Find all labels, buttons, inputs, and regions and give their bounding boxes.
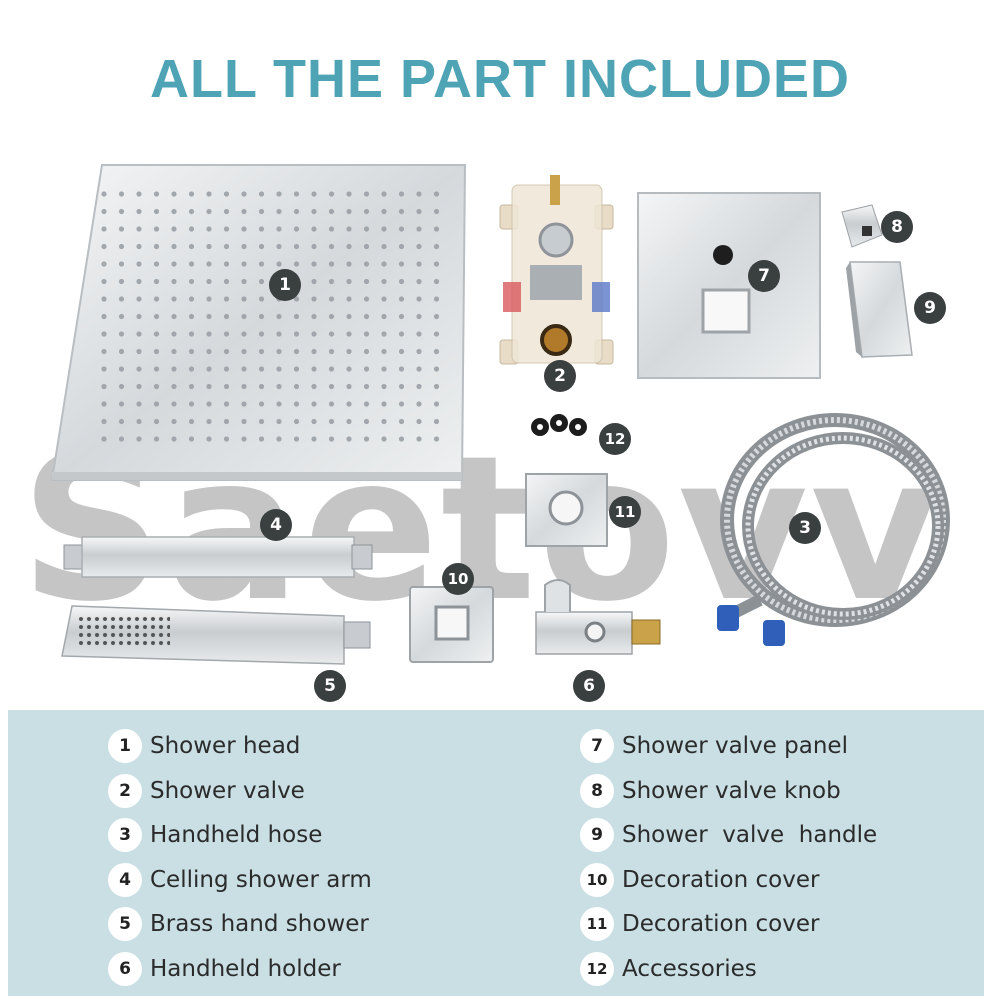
legend-label: Decoration cover [622, 866, 820, 893]
legend-number: 11 [580, 907, 614, 942]
legend-item: 5 Brass hand shower [108, 902, 372, 947]
legend-number: 7 [580, 729, 614, 764]
parts-illustration [50, 164, 950, 665]
decoration-cover-10 [409, 586, 494, 663]
legend-number: 12 [580, 951, 614, 986]
part-badge-2: 2 [544, 360, 576, 392]
legend-item: 9 Shower valve handle [580, 813, 877, 858]
legend-item: 6 Handheld holder [108, 947, 372, 992]
legend-item: 8 Shower valve knob [580, 769, 877, 814]
legend-label: Celling shower arm [150, 866, 372, 893]
legend-label: Shower valve knob [622, 777, 841, 804]
legend-label: Shower valve handle [622, 822, 878, 849]
legend-item: 1 Shower head [108, 724, 372, 769]
legend-number: 5 [108, 907, 142, 942]
ceiling-shower-arm [63, 536, 373, 578]
legend-label: Accessories [622, 955, 757, 982]
legend-number: 1 [108, 729, 142, 764]
legend-label: Shower head [150, 733, 301, 760]
part-badge-11: 11 [609, 496, 641, 528]
part-badge-10: 10 [442, 563, 474, 595]
legend-number: 2 [108, 773, 142, 808]
legend-label: Handheld hose [150, 822, 323, 849]
legend-number: 3 [108, 818, 142, 853]
legend-number: 9 [580, 818, 614, 853]
legend-item: 3 Handheld hose [108, 813, 372, 858]
part-badge-12: 12 [599, 423, 631, 455]
legend-number: 6 [108, 951, 142, 986]
parts-legend: 1 Shower head 2 Shower valve 3 Handheld … [8, 710, 984, 996]
part-badge-3: 3 [789, 512, 821, 544]
part-badge-1: 1 [269, 269, 301, 301]
legend-number: 10 [580, 862, 614, 897]
legend-item: 11 Decoration cover [580, 902, 877, 947]
legend-label: Shower valve [150, 777, 305, 804]
brass-hand-shower [61, 605, 371, 665]
legend-number: 8 [580, 773, 614, 808]
legend-item: 12 Accessories [580, 947, 877, 992]
shower-valve [499, 175, 614, 365]
legend-column-left: 1 Shower head 2 Shower valve 3 Handheld … [108, 724, 372, 991]
page-title: ALL THE PART INCLUDED [150, 49, 850, 109]
part-badge-9: 9 [914, 292, 946, 324]
legend-column-right: 7 Shower valve panel 8 Shower valve knob… [580, 724, 877, 991]
legend-label: Shower valve panel [622, 733, 848, 760]
shower-valve-panel [637, 192, 821, 379]
handheld-hose [717, 413, 950, 646]
part-badge-7: 7 [748, 260, 780, 292]
legend-label: Brass hand shower [150, 911, 369, 938]
legend-item: 10 Decoration cover [580, 858, 877, 903]
shower-valve-knob [841, 204, 883, 248]
accessories-washers [531, 414, 587, 436]
part-badge-8: 8 [881, 211, 913, 243]
legend-label: Handheld holder [150, 955, 341, 982]
part-badge-5: 5 [314, 670, 346, 702]
shower-head [50, 164, 467, 481]
legend-item: 4 Celling shower arm [108, 858, 372, 903]
part-badge-6: 6 [573, 670, 605, 702]
legend-item: 2 Shower valve [108, 769, 372, 814]
legend-number: 4 [108, 862, 142, 897]
decoration-cover-11 [525, 473, 608, 547]
part-badge-4: 4 [260, 509, 292, 541]
legend-item: 7 Shower valve panel [580, 724, 877, 769]
shower-valve-handle [846, 261, 913, 358]
handheld-holder [535, 579, 661, 655]
legend-label: Decoration cover [622, 911, 820, 938]
